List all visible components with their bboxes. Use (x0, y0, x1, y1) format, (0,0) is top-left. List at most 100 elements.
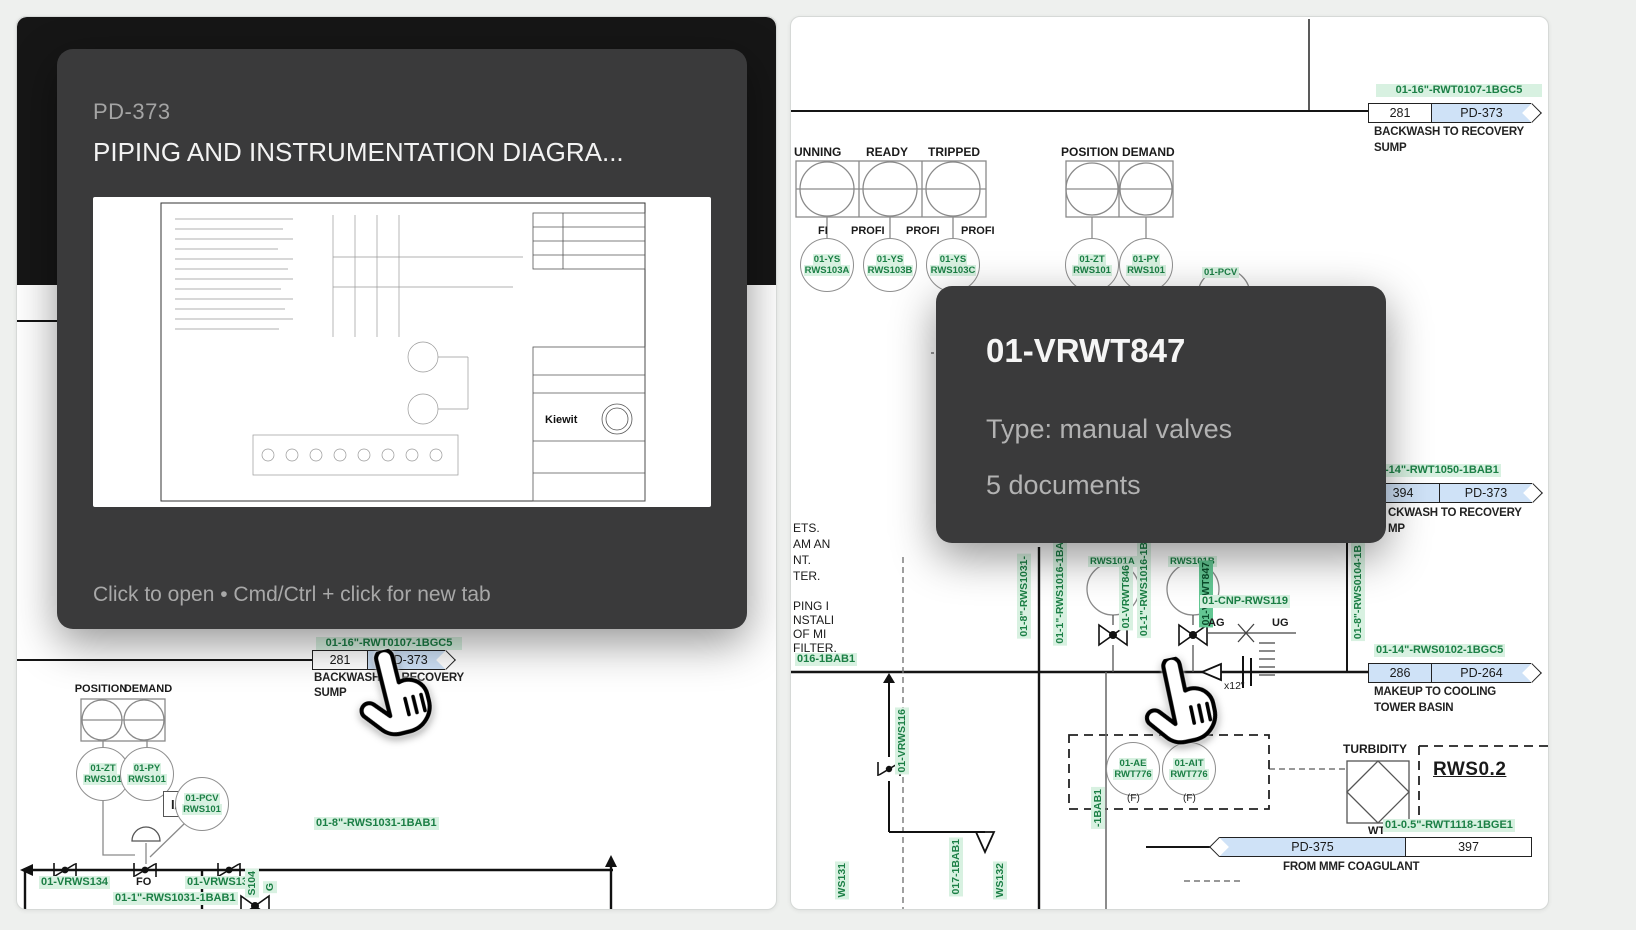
pipe-line-tag[interactable]: 017-1BAB1 (949, 837, 963, 897)
ready-label: READY (866, 145, 909, 159)
preview-doc-id: PD-373 (93, 99, 171, 124)
pipe-line-tag[interactable]: 01-8"-RWS1031- (1017, 554, 1031, 639)
pipe-line-tag[interactable]: WS132 (993, 861, 1007, 900)
destination-text: SUMP (1374, 142, 1407, 154)
pipe-line-tag[interactable]: 01-1"-RWS1016-1BA (1053, 540, 1067, 646)
profi-label: PROFI (961, 225, 995, 237)
underground-label: UG (1272, 617, 1289, 629)
hand-cursor (344, 641, 443, 746)
profi-label: PROFI (906, 225, 940, 237)
pipe-line-tag[interactable]: 01-14"-RWS0102-1BGC5 (1374, 644, 1506, 657)
destination-text: BACKWASH TO RECOVERY (1374, 126, 1524, 138)
pipe-line-tag[interactable]: 01-16"-RWT0107-1BGC5 (316, 637, 462, 650)
left-piping-layer (17, 320, 617, 909)
destination-text: SUMP (314, 687, 347, 699)
fail-code: (F) (1183, 793, 1196, 804)
turbidity-label: TURBIDITY (1343, 742, 1407, 756)
sheet-number[interactable]: 281 (329, 653, 351, 667)
valve-tag[interactable]: 01-VRWS134 (39, 876, 111, 889)
tripped-label: TRIPPED (928, 145, 981, 159)
offpage-connector[interactable]: PD-375 397 (1208, 837, 1532, 857)
preview-thumbnail[interactable]: Kiewit (93, 197, 711, 507)
destination-text: MP (1388, 523, 1405, 535)
pipe-line-tag[interactable]: 01-8"-RWS0104-1B (1351, 543, 1365, 642)
doc-ref-link[interactable]: PD-375 (1219, 838, 1405, 856)
doc-ref-link[interactable]: PD-373 (1431, 104, 1531, 122)
preview-title: PIPING AND INSTRUMENTATION DIAGRA... (93, 137, 624, 167)
aboveground-label: AG (1208, 617, 1225, 629)
doc-ref-link[interactable]: PD-264 (1431, 664, 1531, 682)
note-fragment: PING I (793, 599, 830, 613)
instrument-label[interactable]: RWS101A (1088, 556, 1137, 567)
profi-label: PROFI (851, 225, 885, 237)
destination-text: FROM MMF COAGULANT (1283, 861, 1420, 873)
note-fragment: OF MI (793, 627, 827, 641)
profi-label: FI (818, 225, 828, 237)
pipe-line-tag[interactable]: -1BAB1 (1091, 787, 1105, 829)
document-preview-card[interactable]: PD-373 PIPING AND INSTRUMENTATION DIAGRA… (57, 49, 747, 629)
destination-text: CKWASH TO RECOVERY (1388, 507, 1522, 519)
asset-tooltip-title: 01-VRWT847 (986, 332, 1186, 369)
asset-tooltip-docs: 5 documents (986, 470, 1141, 500)
pipe-line-tag[interactable]: 01-1"-RWS1016-1B (1137, 540, 1151, 639)
offpage-connector[interactable]: 286 PD-264 (1368, 663, 1542, 683)
note-fragment: AM AN (793, 537, 831, 551)
demand-label: DEMAND (1122, 145, 1175, 159)
thumb-brand: Kiewit (545, 414, 578, 426)
pipe-line-tag[interactable]: 016-1BAB1 (795, 653, 858, 666)
fail-code: (F) (1127, 793, 1140, 804)
preview-hint: Click to open • Cmd/Ctrl + click for new… (93, 583, 491, 606)
offpage-connector[interactable]: 281 PD-373 (1368, 103, 1542, 123)
right-piping-layer (791, 19, 1548, 909)
pipe-line-tag[interactable]: 01-1"-RWS1031-1BAB1 (113, 892, 238, 905)
position-label: POSITION (1061, 145, 1119, 159)
note-fragment: NSTALI (793, 613, 835, 627)
pipe-line-tag[interactable]: 01-0.5"-RWT1118-1BGE1 (1383, 819, 1515, 832)
thumbnail-drawing: Kiewit (160, 202, 646, 502)
hand-cursor (1131, 650, 1228, 753)
wt-label: WT (1368, 825, 1386, 837)
sheet-number[interactable]: 397 (1405, 838, 1531, 856)
pipe-line-tag[interactable]: WS131 (835, 861, 849, 900)
destination-text: MAKEUP TO COOLING (1374, 686, 1497, 698)
sheet-number[interactable]: 281 (1389, 106, 1411, 120)
valve-tag[interactable]: 01-VRWS135 (185, 876, 257, 889)
offpage-connector[interactable]: 394 PD-373 (1366, 483, 1543, 503)
doc-ref-link[interactable]: PD-373 (1439, 484, 1532, 502)
position-label: POSITION (74, 683, 128, 695)
left-diagram-panel[interactable]: 01-16"-RWT0107-1BGC5 281 PD-373 BACKWASH… (16, 16, 777, 910)
area-label: RWS0.2 (1433, 759, 1507, 780)
valve-tag[interactable]: 01-VRWT846 (1119, 563, 1133, 631)
right-diagram-panel[interactable]: ETS. AM AN NT. TER. PING I NSTALI OF MI … (790, 16, 1549, 910)
note-fragment: TER. (793, 569, 821, 583)
pipe-line-tag[interactable]: 01-16"-RWT0107-1BGC5 (1376, 84, 1542, 97)
pipe-line-tag[interactable]: G (263, 881, 277, 894)
valve-tag[interactable]: 01-VRWS116 (895, 707, 909, 775)
asset-tooltip-type: Type: manual valves (986, 414, 1233, 444)
pipe-line-tag[interactable]: 01-CNP-RWS119 (1200, 595, 1290, 608)
destination-text: TOWER BASIN (1374, 702, 1454, 714)
instrument-label[interactable]: RWS101B (1168, 556, 1217, 567)
pipe-line-tag[interactable]: S104 (245, 869, 259, 898)
pipe-line-tag[interactable]: 01-8"-RWS1031-1BAB1 (314, 817, 439, 830)
size-label: x12" (1224, 680, 1245, 692)
note-fragment: ETS. (793, 521, 820, 535)
note-fragment: FILTER. (793, 641, 837, 655)
running-label: UNNING (794, 145, 842, 159)
sheet-number[interactable]: 286 (1369, 664, 1431, 682)
note-fragment: NT. (793, 553, 811, 567)
fail-open-label: FO (136, 876, 152, 888)
pipe-line-tag[interactable]: -14"-RWT1050-1BAB1 (1383, 464, 1501, 477)
asset-tooltip: 01-VRWT847 Type: manual valves 5 documen… (936, 286, 1386, 543)
instrument-pcv-label[interactable]: 01-PCV (1202, 267, 1240, 278)
